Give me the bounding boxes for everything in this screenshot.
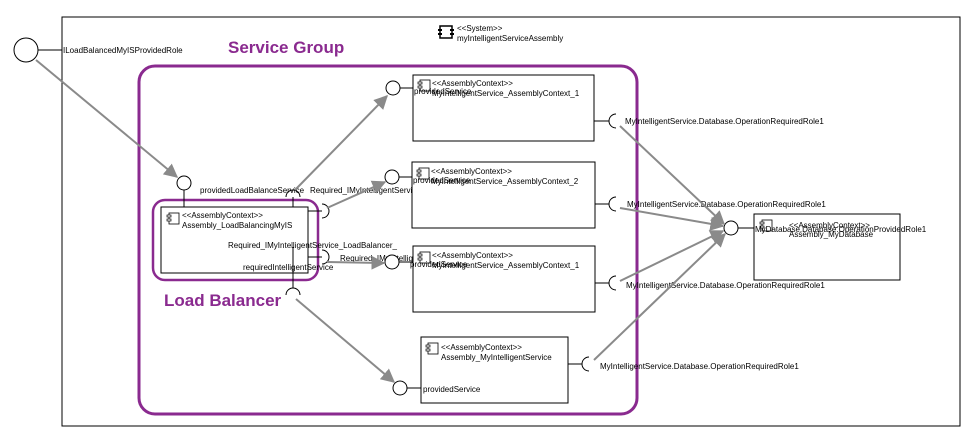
connector-lb-to-ctx4[interactable] (295, 298, 396, 383)
lb-req3-socket[interactable] (285, 287, 301, 296)
connector-lb-to-ctx3[interactable] (326, 255, 386, 270)
ctx1-provided-label: providedService (414, 87, 472, 96)
ctx3-name: MyIntelligentService_AssemblyContext_1 (432, 261, 580, 270)
service-group-boundary[interactable] (137, 64, 639, 416)
lb-name: Assembly_LoadBalancingMyIS (182, 221, 292, 230)
ctx4-provided-port[interactable] (392, 380, 408, 396)
ctx2-provided-port[interactable] (384, 169, 400, 185)
ctx3-provided-label: providedService (410, 260, 468, 269)
ctx2-required-socket[interactable] (608, 196, 617, 212)
lb-req1-socket[interactable] (321, 203, 330, 219)
ctx4-provided-label: providedService (423, 385, 481, 394)
ctx1-required-socket[interactable] (608, 113, 617, 129)
system-provided-role-label: ILoadBalancedMyISProvidedRole (63, 46, 183, 55)
ctx1-stereotype: <<AssemblyContext>> (432, 79, 513, 88)
ctx2-name: MyIntelligentService_AssemblyContext_2 (431, 177, 579, 186)
ctx4-required-label: MyIntelligentService.Database.OperationR… (600, 362, 799, 371)
ctx4-stereotype: <<AssemblyContext>> (441, 343, 522, 352)
ctx3-stereotype: <<AssemblyContext>> (432, 251, 513, 260)
ctx1-name: MyIntelligentService_AssemblyContext_1 (432, 89, 580, 98)
system-stereotype: <<System>> (457, 24, 503, 33)
component-icon (166, 212, 180, 225)
system-header: <<System>> myIntelligentServiceAssembly (438, 24, 563, 43)
ctx2-provided-label: providedService (413, 176, 471, 185)
ctx1-required-label: MyIntelligentService.Database.OperationR… (625, 117, 824, 126)
assembly-context-1[interactable]: <<AssemblyContext>> MyIntelligentService… (412, 74, 595, 142)
db-stereotype: <<AssemblyContext>> (789, 221, 870, 230)
ctx3-required-label: MyIntelligentService.Database.OperationR… (626, 281, 825, 290)
assembly-connectors (35, 59, 727, 383)
assembly-context-4[interactable]: <<AssemblyContext>> Assembly_MyIntellige… (420, 336, 569, 404)
load-balancer-label: Load Balancer (164, 291, 282, 310)
system-provided-role-port[interactable] (13, 37, 39, 63)
assembly-context-2[interactable]: <<AssemblyContext>> MyIntelligentService… (411, 161, 596, 229)
system-name: myIntelligentServiceAssembly (457, 34, 563, 43)
db-name: Assembly_MyDatabase (789, 230, 874, 239)
lb-stereotype: <<AssemblyContext>> (182, 211, 263, 220)
connector-ctx1-to-db[interactable] (619, 125, 726, 225)
service-group-label: Service Group (228, 38, 344, 57)
lb-required-3-label: requiredIntelligentService (243, 263, 334, 272)
connector-ctx4-to-db[interactable] (593, 233, 727, 361)
lb-required-2-label: Required_IMyIntelligentService_LoadBalan… (228, 241, 398, 250)
lb-req2-socket[interactable] (321, 249, 330, 265)
ctx4-required-socket[interactable] (581, 356, 590, 372)
connector-ctx3-to-db[interactable] (619, 230, 725, 282)
ctx2-stereotype: <<AssemblyContext>> (431, 167, 512, 176)
system-icon (438, 25, 454, 39)
connector-system-to-lb[interactable] (35, 59, 179, 178)
ctx2-required-label: MyIntelligentService.Database.OperationR… (627, 200, 826, 209)
ctx3-provided-port[interactable] (384, 254, 400, 270)
component-icon (425, 342, 439, 355)
load-balancer-boundary[interactable] (151, 198, 320, 282)
lb-provided-label: providedLoadBalanceService (200, 186, 305, 195)
connector-ctx2-to-db[interactable] (619, 207, 725, 231)
ctx3-required-socket[interactable] (608, 275, 617, 291)
ctx1-provided-port[interactable] (385, 80, 401, 96)
assembly-context-3[interactable]: <<AssemblyContext>> MyIntelligentService… (412, 245, 596, 313)
load-balancer-context[interactable]: <<AssemblyContext>> Assembly_LoadBalanci… (160, 206, 309, 274)
lb-req0-socket[interactable] (285, 189, 301, 198)
lb-provided-port[interactable] (176, 175, 192, 191)
db-provided-label: MyDatabase.Database.OperationProvidedRol… (755, 225, 927, 234)
connector-lb-to-ctx1[interactable] (294, 94, 388, 191)
db-provided-port[interactable] (723, 220, 739, 236)
ctx4-name: Assembly_MyIntelligentService (441, 353, 552, 362)
connector-lb-to-ctx2[interactable] (326, 180, 387, 209)
database-context[interactable]: <<AssemblyContext>> Assembly_MyDatabase (753, 213, 901, 281)
